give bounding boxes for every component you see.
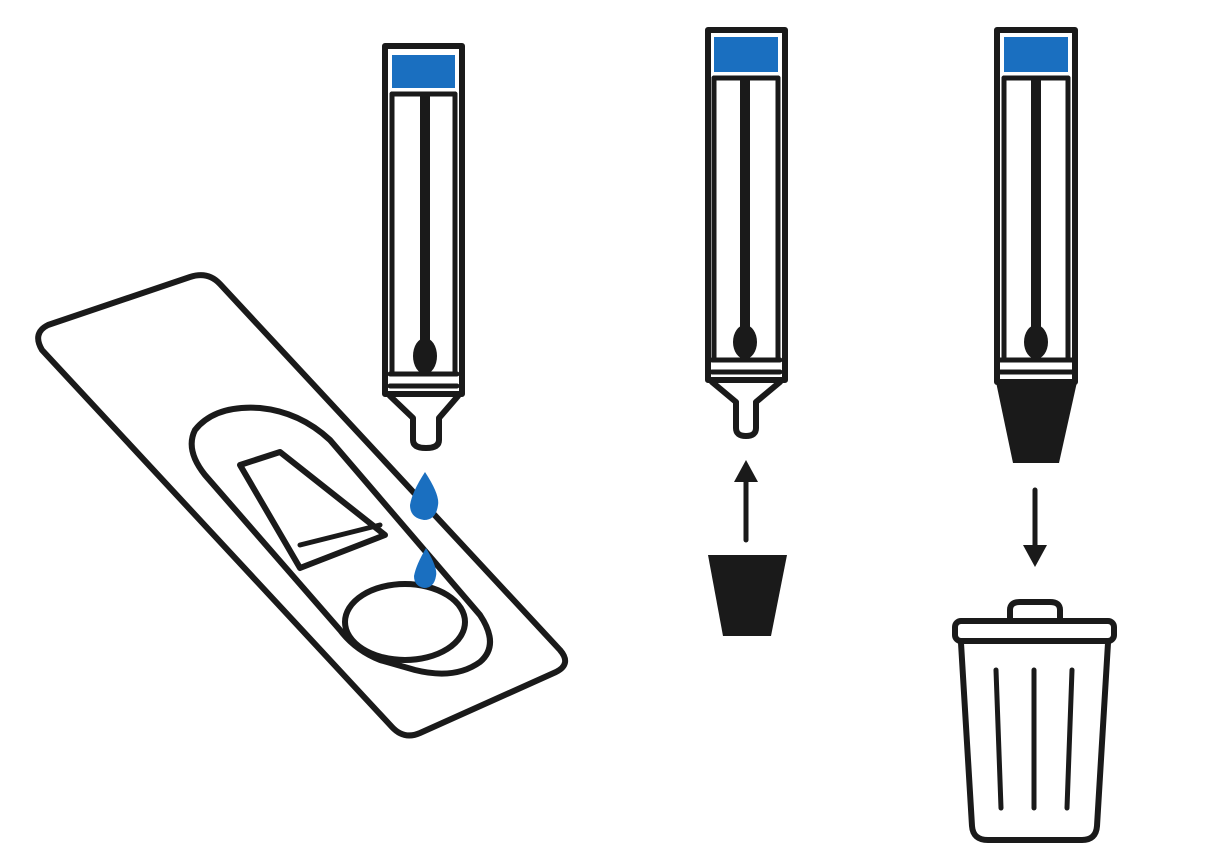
tube-cap [392, 55, 455, 88]
nozzle-cap [708, 555, 787, 636]
extraction-tube-with-nozzle [382, 43, 465, 451]
swab-head [413, 338, 437, 374]
arrow-up-icon [734, 460, 758, 543]
test-strip [237, 449, 388, 571]
nozzle-cap [996, 382, 1077, 463]
extraction-tube-open [705, 27, 788, 439]
extraction-tube-capped [994, 27, 1078, 463]
trash-can-icon [952, 599, 1117, 843]
drop-icon [414, 548, 437, 588]
sample-well [342, 581, 468, 663]
tube-cap [714, 37, 778, 72]
tube-cap [1004, 37, 1068, 72]
swab-stick [420, 96, 430, 346]
result-window-frame [188, 404, 493, 677]
drop-icon [410, 472, 439, 520]
arrow-down-icon [1023, 487, 1047, 567]
test-cassette [35, 272, 569, 739]
